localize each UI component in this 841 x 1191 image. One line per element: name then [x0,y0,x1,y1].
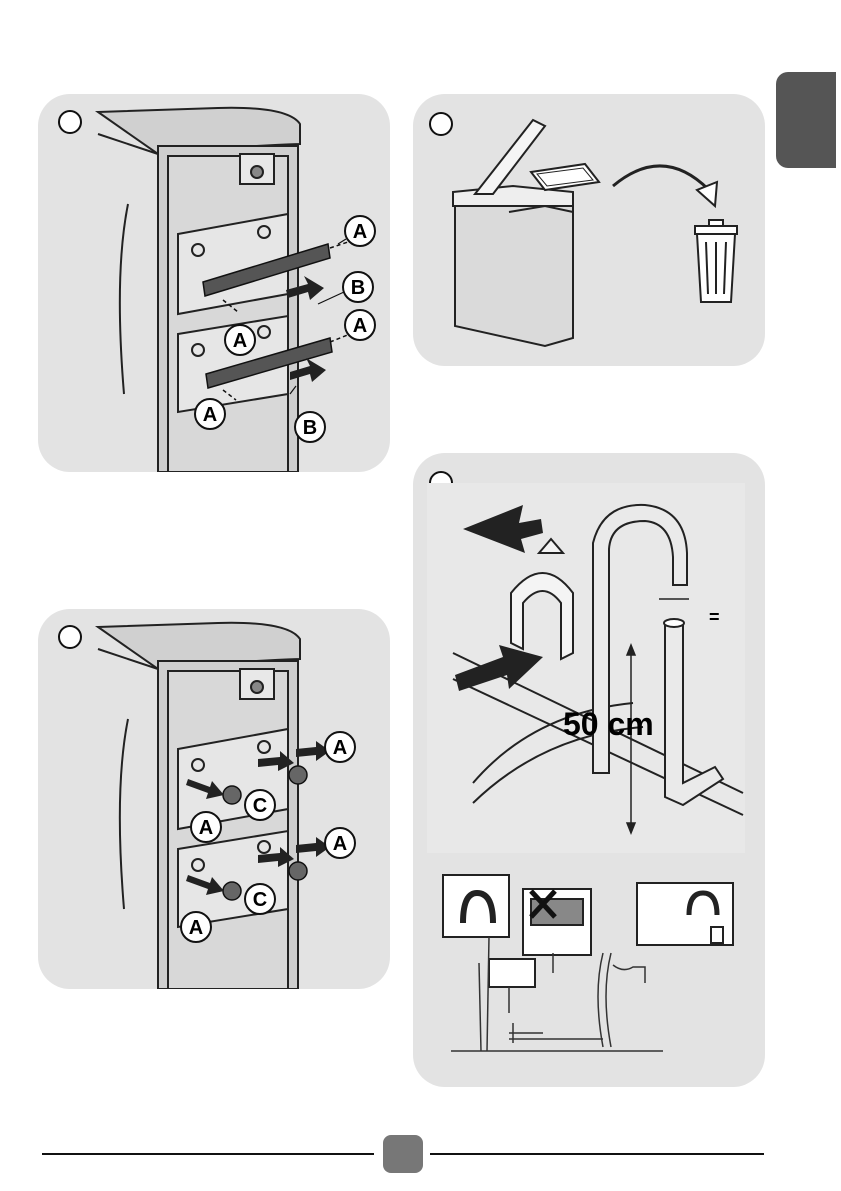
label-a: A [353,315,367,337]
label-a: A [353,221,367,243]
machine-rear-illustration-1: A B A A A B [38,94,390,472]
label-c: C [253,889,267,911]
label-c: C [253,795,267,817]
label-a: A [203,404,217,426]
footer-rule-right [430,1153,764,1155]
step-panel-1: A B A A A B [38,94,390,472]
machine-rear-illustration-2: A A C A C A [38,609,390,989]
packaging-removal-illustration [413,94,765,366]
label-a: A [333,833,347,855]
language-tab [776,72,836,168]
label-a: A [233,330,247,352]
drain-hose-illustration: 50 cm = [413,453,765,1087]
height-measure-label: 50 cm [563,706,654,742]
label-a: A [199,817,213,839]
step-panel-2 [413,94,765,366]
label-a: A [189,917,203,939]
equal-sign: = [709,607,720,627]
label-b: B [351,277,365,299]
step-panel-3: A A C A C A [38,609,390,989]
step-panel-4: 50 cm = [413,453,765,1087]
page-number-badge [383,1135,423,1173]
label-b: B [303,417,317,439]
label-a: A [333,737,347,759]
footer-rule-left [42,1153,374,1155]
